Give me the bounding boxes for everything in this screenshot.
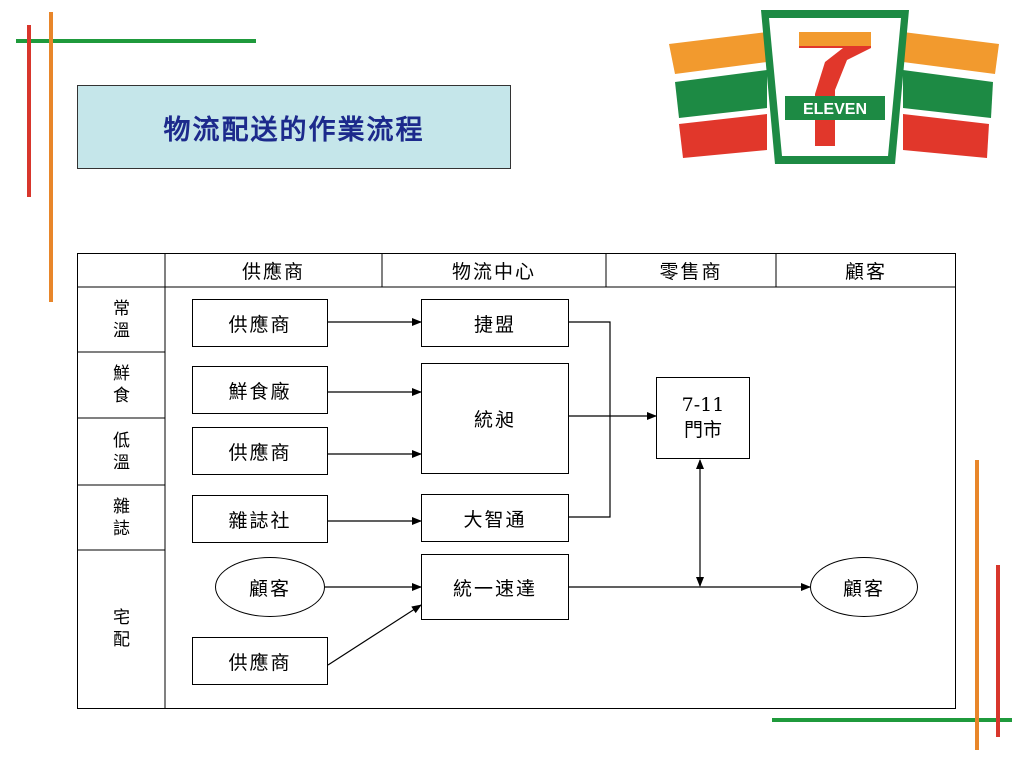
node-customer-origin: 顧客 (215, 557, 325, 617)
node-customer-destination: 顧客 (810, 557, 918, 617)
deco-red-line-right (996, 565, 1000, 737)
deco-green-line-bottom (772, 718, 1012, 722)
store-line1: 7-11 (681, 394, 725, 416)
node-center-jiemeng: 捷盟 (421, 299, 569, 347)
header-customer: 顧客 (844, 260, 887, 283)
store-line2: 門市 (683, 419, 722, 441)
deco-green-line-top (16, 39, 256, 43)
node-center-tongxian: 統昶 (421, 363, 569, 474)
seven-eleven-logo: ELEVEN (657, 4, 1013, 174)
node-fresh-food-factory: 鮮食廠 (192, 366, 328, 414)
node-supplier-regular: 供應商 (192, 299, 328, 347)
deco-orange-line-left (49, 12, 53, 302)
row-label-low-temp: 低溫 (113, 430, 130, 473)
header-logistics-center: 物流中心 (451, 260, 536, 283)
svg-text:ELEVEN: ELEVEN (803, 101, 867, 118)
deco-orange-line-right (975, 460, 979, 750)
node-center-express: 統一速達 (421, 554, 569, 620)
flow-table-frame (77, 253, 956, 709)
row-label-home-delivery: 宅配 (113, 608, 130, 650)
deco-red-line-left (27, 25, 31, 197)
header-suppliers: 供應商 (241, 260, 305, 283)
row-label-regular: 常溫 (113, 299, 130, 341)
node-magazine-publisher: 雜誌社 (192, 495, 328, 543)
header-retailer: 零售商 (659, 260, 723, 283)
node-711-store: 7-11 門市 (656, 377, 750, 459)
page-title: 物流配送的作業流程 (77, 85, 511, 169)
node-center-dazhitong: 大智通 (421, 494, 569, 542)
row-label-fresh: 鮮食 (113, 364, 130, 406)
row-label-magazine: 雜誌 (113, 496, 130, 539)
node-supplier-delivery: 供應商 (192, 637, 328, 685)
node-supplier-low-temp: 供應商 (192, 427, 328, 475)
